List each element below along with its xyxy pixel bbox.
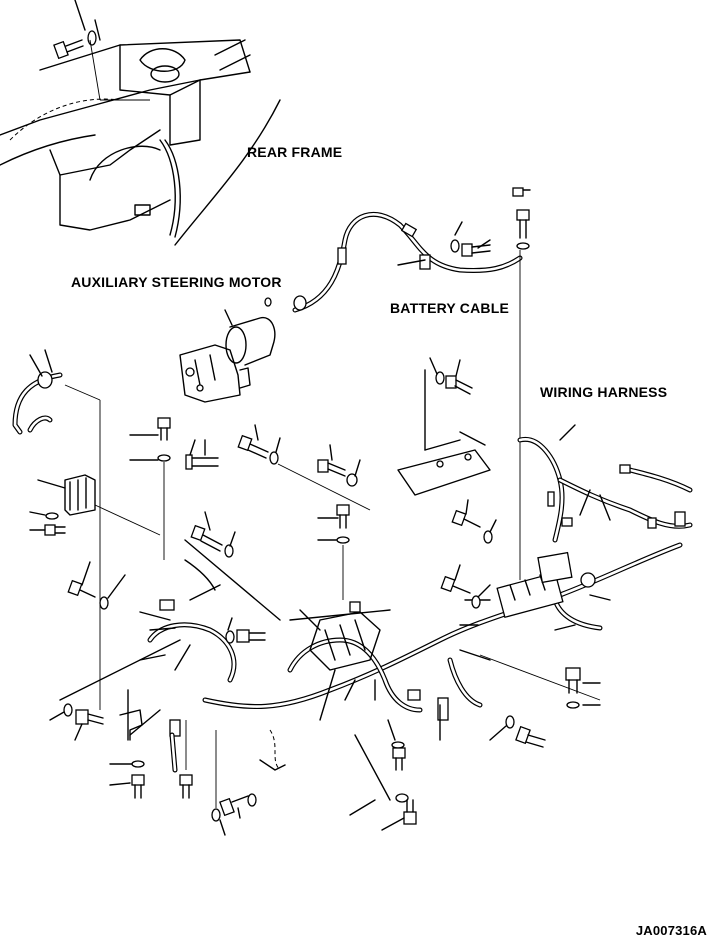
battery-cable-drawing xyxy=(264,211,523,313)
bolt-icon xyxy=(29,511,66,536)
bolt-icon xyxy=(190,511,236,558)
bolt-icon xyxy=(179,720,193,799)
bolt-icon xyxy=(225,617,266,644)
bolt-icon xyxy=(109,774,145,799)
bolt-icon xyxy=(450,221,491,257)
connector-drawing xyxy=(547,464,686,529)
washer-icon xyxy=(391,741,405,749)
bolt-icon xyxy=(317,504,350,600)
bolt-icon xyxy=(317,444,361,487)
washer-icon xyxy=(45,512,59,520)
bolt-icon xyxy=(387,719,406,771)
bolt-icon xyxy=(185,439,219,470)
drawing-code: JA007316A xyxy=(635,923,707,938)
bolt-icon xyxy=(381,799,417,831)
washer-icon xyxy=(129,454,171,462)
bolt-icon xyxy=(565,667,601,709)
bolt-icon xyxy=(440,564,491,609)
bolt-icon xyxy=(489,715,546,748)
leader-lines xyxy=(139,584,611,816)
mounting-plate-drawing xyxy=(397,369,491,496)
washer-icon xyxy=(109,760,145,768)
bolt-icon xyxy=(49,703,104,741)
battery-cable-label: BATTERY CABLE xyxy=(390,300,510,316)
clamp-icon xyxy=(12,371,63,435)
bolt-icon xyxy=(129,417,171,441)
washer-icon xyxy=(87,30,97,46)
wiring-harness-label: WIRING HARNESS xyxy=(540,384,668,400)
rear-frame-drawing xyxy=(0,39,281,246)
bolt-icon xyxy=(67,561,126,610)
bolt-icon xyxy=(211,730,257,836)
washer-icon xyxy=(395,793,409,803)
rear-frame-label: REAR FRAME xyxy=(247,144,343,160)
bolt-icon xyxy=(237,424,371,511)
bolt-icon xyxy=(429,357,473,395)
wiring-harness-drawing xyxy=(147,436,693,773)
auxiliary-steering-motor-drawing xyxy=(179,309,276,403)
bracket-drawing xyxy=(119,689,161,741)
bolt-icon xyxy=(53,39,84,60)
bracket-drawing xyxy=(64,474,161,536)
bolt-icon xyxy=(512,187,531,250)
bolt-icon xyxy=(451,499,497,544)
auxiliary-steering-motor-label: AUXILIARY STEERING MOTOR xyxy=(71,274,282,290)
